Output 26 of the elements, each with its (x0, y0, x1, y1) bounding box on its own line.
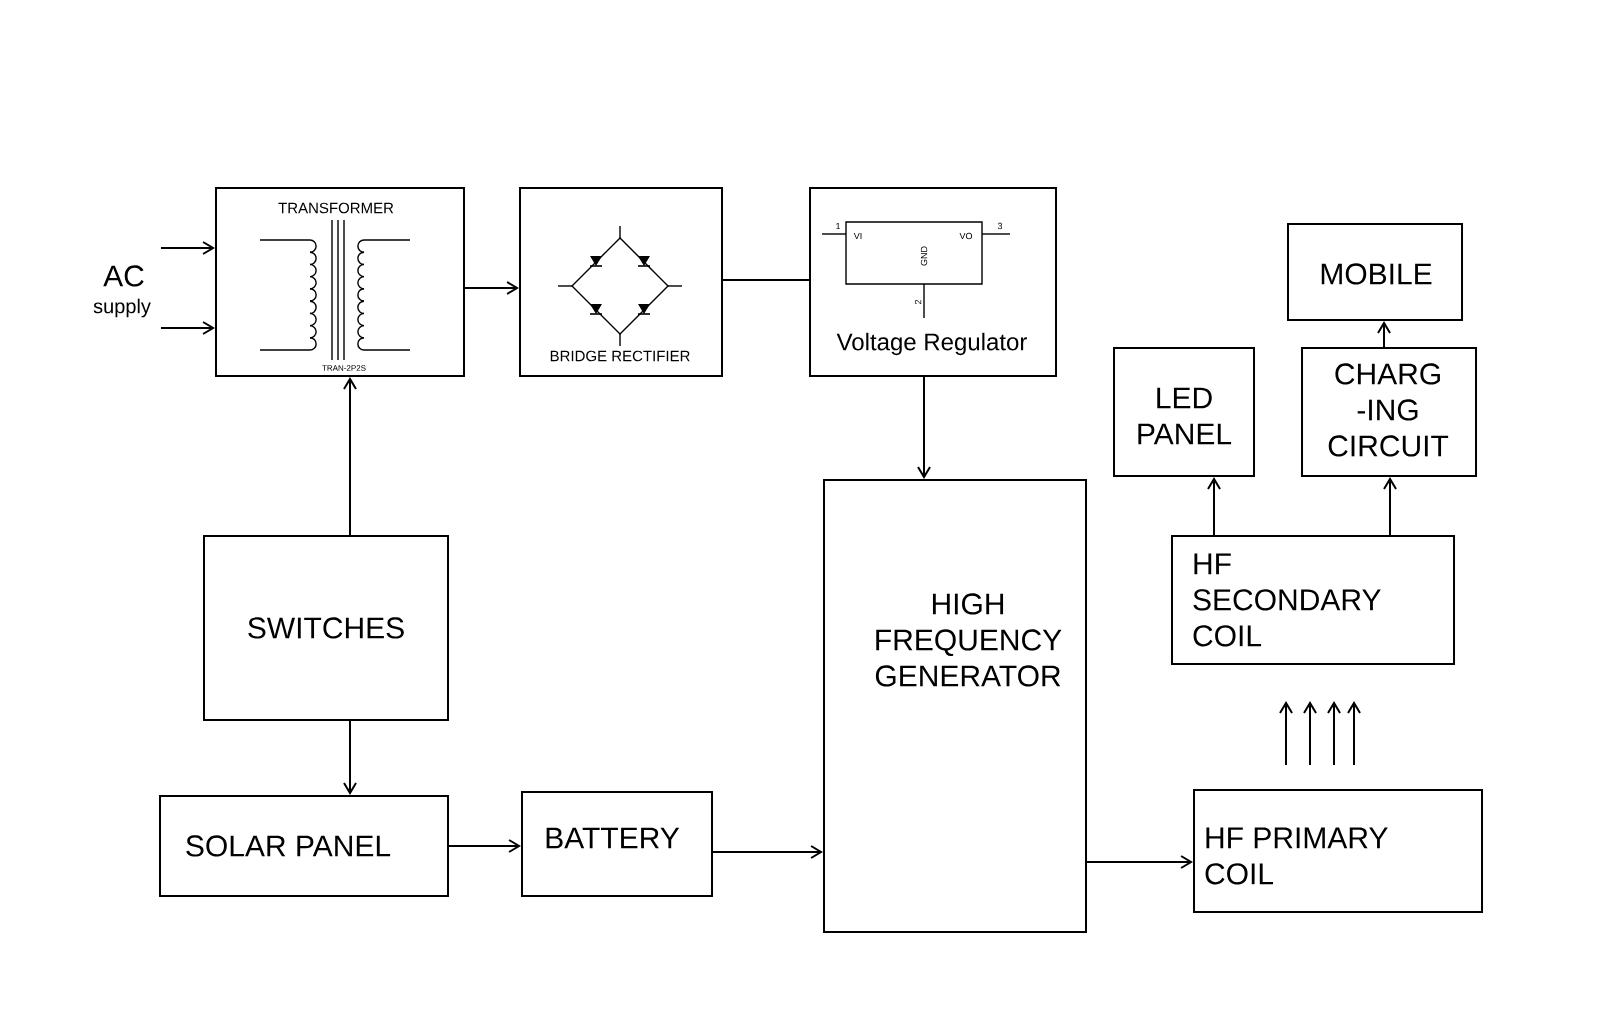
arrow (464, 281, 519, 295)
block-box: BATTERY (521, 791, 713, 897)
block-box: CHARG -ING CIRCUIT (1301, 347, 1477, 477)
arrow (1086, 855, 1193, 869)
arrow (1377, 321, 1391, 348)
arrow (1279, 701, 1293, 766)
arrow (160, 241, 215, 255)
arrow (1207, 477, 1221, 536)
block-box: HF SECONDARY COIL (1171, 535, 1455, 665)
arrow (917, 376, 931, 479)
block-box: SOLAR PANEL (159, 795, 449, 897)
block-box: MOBILE (1287, 223, 1463, 321)
block-box: HIGH FREQUENCY GENERATOR (823, 479, 1087, 933)
block-box: LED PANEL (1113, 347, 1255, 477)
arrow (343, 377, 357, 536)
arrow (1383, 477, 1397, 536)
arrow (343, 720, 357, 795)
block-box: SWITCHES (203, 535, 449, 721)
arrow (160, 321, 215, 335)
supply-label: AC supply (93, 265, 151, 318)
arrow (1303, 701, 1317, 766)
block-box: HF PRIMARY COIL (1193, 789, 1483, 913)
arrow (448, 839, 521, 853)
arrow (1327, 701, 1341, 766)
arrow (1347, 701, 1361, 766)
arrow (712, 845, 823, 859)
